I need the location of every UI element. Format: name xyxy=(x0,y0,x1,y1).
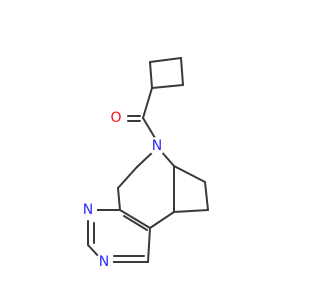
bond-bridgehead-left-ch2 xyxy=(117,166,138,189)
bond-c4-c8a xyxy=(147,227,151,263)
bond-cb2-cb3 xyxy=(149,57,182,63)
bridge-nitrogen-label-bg xyxy=(148,137,166,155)
pyrimidine-ring xyxy=(87,209,151,263)
bond-cb3-cb4 xyxy=(180,57,184,86)
bond-c4a-c8a xyxy=(119,209,151,229)
bond-c4a-c8a-inner xyxy=(123,215,148,231)
carbonyl-group xyxy=(127,87,156,139)
bond-c7-c8 xyxy=(204,181,209,211)
pyrimidine-n3-label-bg xyxy=(95,253,113,271)
bond-c6-ring-c xyxy=(149,211,175,229)
pyrimidine-n1-atom-label: N xyxy=(83,202,93,218)
oxygen-atom-label: O xyxy=(110,110,121,126)
atom-labels: O N N N xyxy=(79,109,166,271)
oxygen-label-bg xyxy=(107,109,125,127)
cyclobutyl-ring xyxy=(149,57,184,89)
bond-carbonyl-c-n xyxy=(142,117,156,139)
bond-cb1-carbonyl-c xyxy=(142,87,153,119)
bridge-nitrogen-atom-label: N xyxy=(152,138,162,154)
bond-c8-c6 xyxy=(173,209,209,213)
bond-ch2-ring-c xyxy=(117,187,121,211)
bond-cb4-cb1 xyxy=(151,84,184,89)
pyrimidine-n3-atom-label: N xyxy=(99,254,109,270)
bond-cb1-cb2 xyxy=(149,61,153,89)
bond-bridgehead-right-c7 xyxy=(173,165,206,183)
pyrimidine-n1-label-bg xyxy=(79,201,97,219)
molecule-structure: O N N N xyxy=(79,57,209,271)
